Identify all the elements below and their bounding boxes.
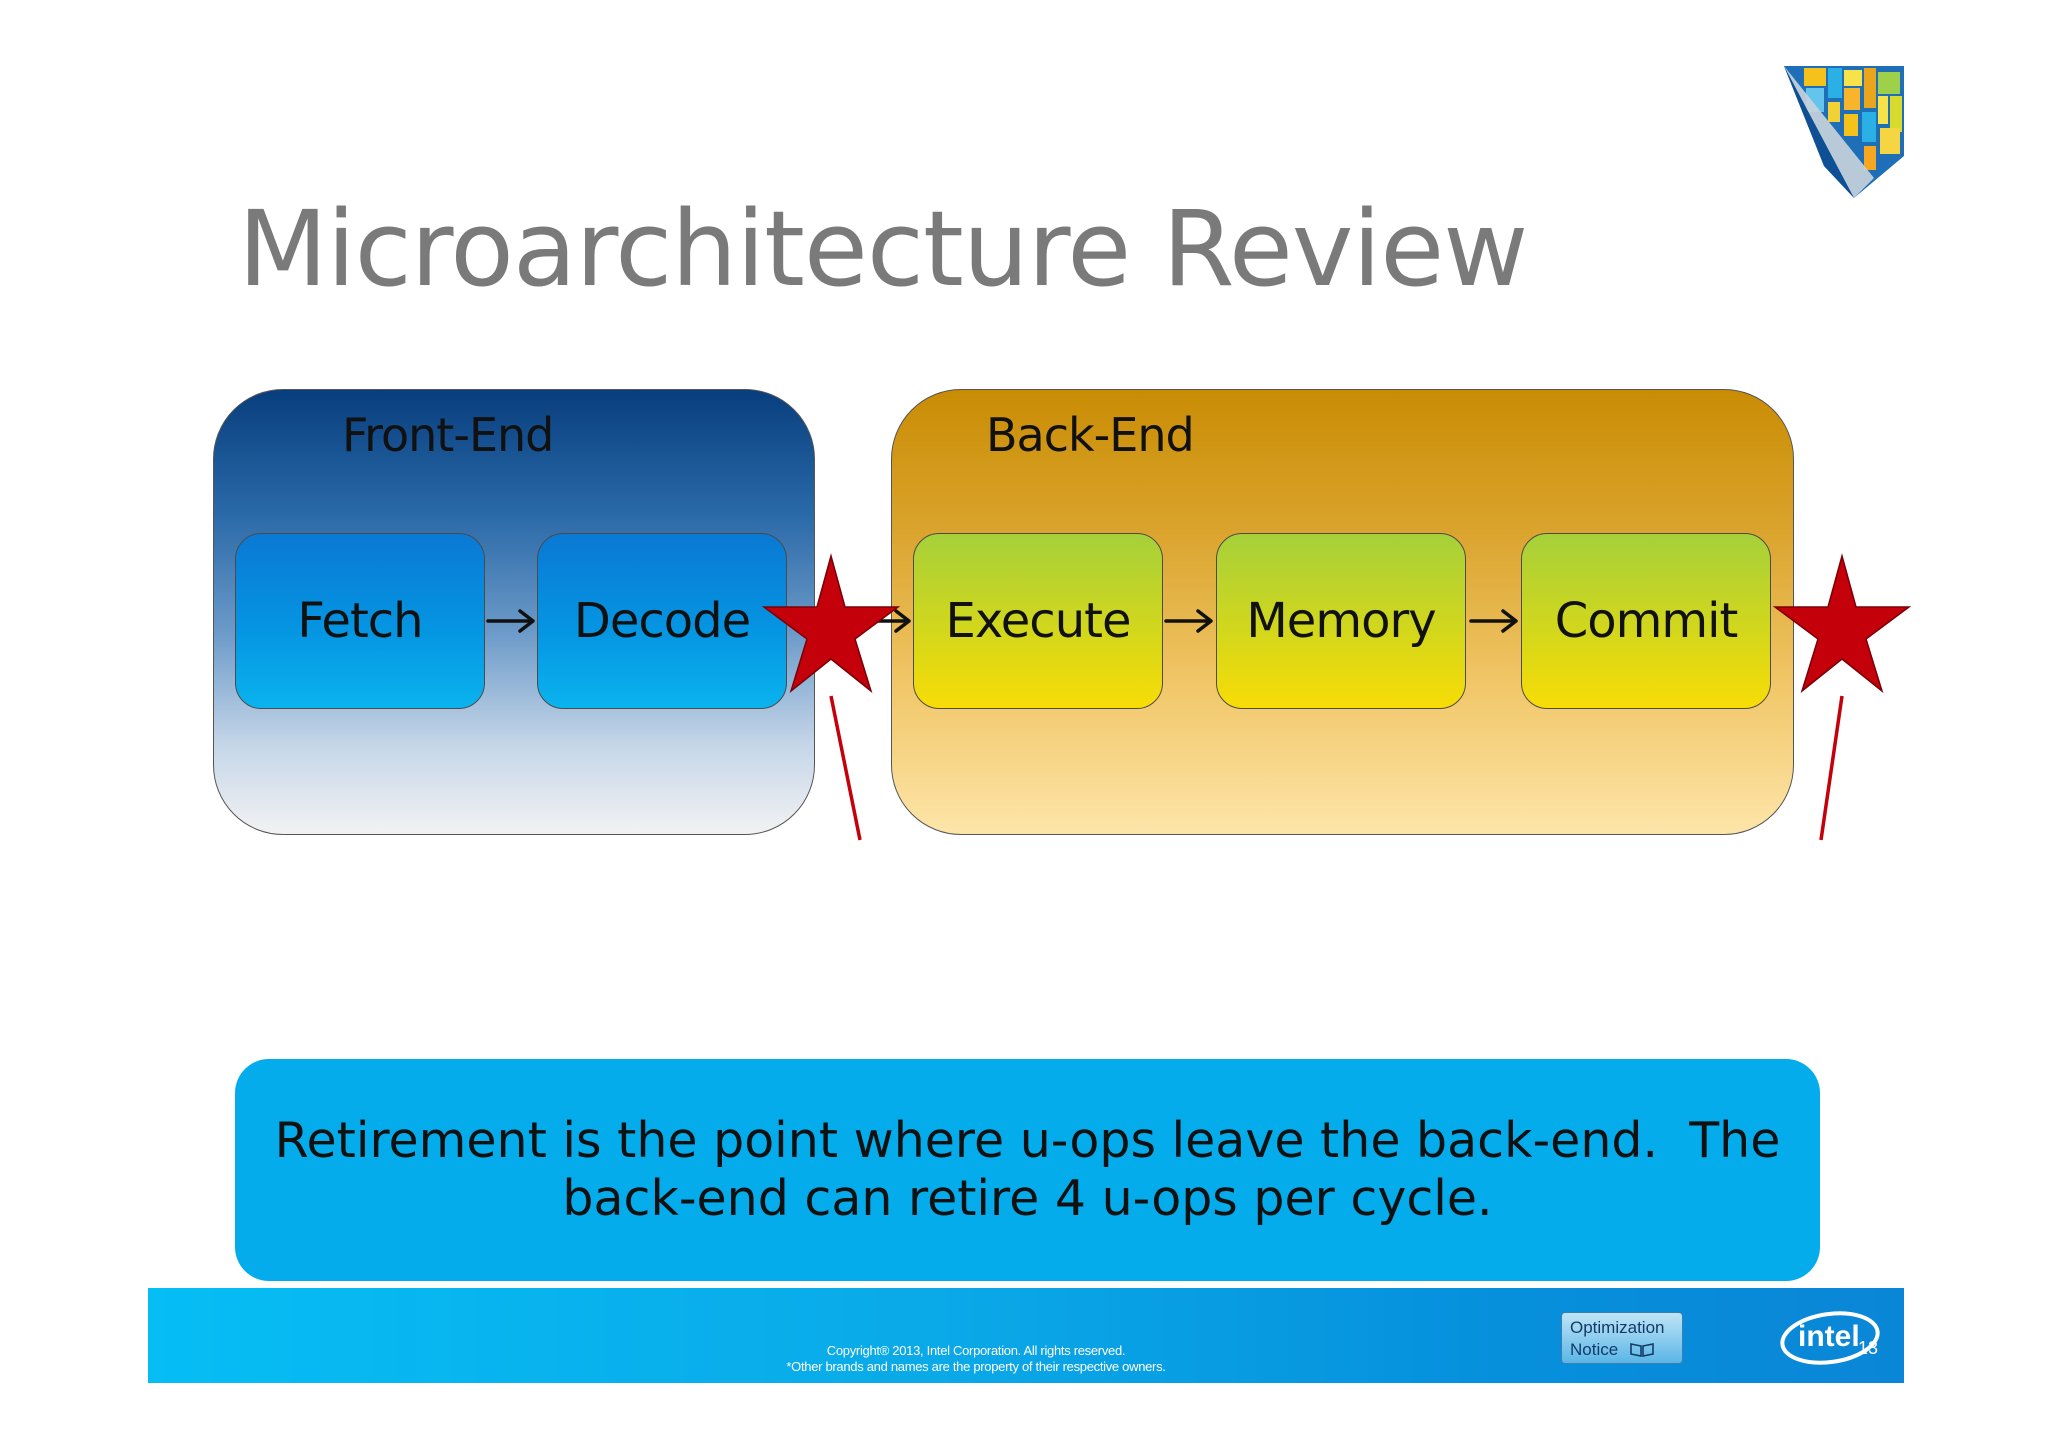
- arrow-execute-memory: [1164, 609, 1213, 633]
- page-number: 13: [1858, 1338, 1879, 1358]
- decode-stage: Decode: [537, 533, 787, 709]
- intel-logo-icon: intel: [1780, 1311, 1880, 1365]
- optimization-notice-button[interactable]: Optimization Notice: [1561, 1312, 1683, 1364]
- slide-title: Microarchitecture Review: [238, 188, 1528, 310]
- book-icon: [1630, 1343, 1654, 1357]
- star-icon: [1772, 553, 1912, 694]
- optimization-notice-line-2: Notice: [1570, 1340, 1619, 1359]
- back-end-label: Back-End: [986, 408, 1195, 462]
- retirement-line-left: [829, 695, 862, 841]
- arrow-fetch-decode: [486, 609, 535, 633]
- optimization-notice-line-1: Optimization: [1570, 1318, 1665, 1337]
- retirement-line-right: [1819, 695, 1844, 841]
- copyright-line-2: *Other brands and names are the property…: [786, 1359, 1166, 1374]
- corner-logo-icon: [1784, 66, 1904, 198]
- retirement-callout: Retirement is the point where u-ops leav…: [235, 1059, 1820, 1281]
- copyright-line-1: Copyright® 2013, Intel Corporation. All …: [826, 1343, 1126, 1358]
- front-end-label: Front-End: [342, 408, 554, 462]
- arrow-memory-commit: [1469, 609, 1518, 633]
- memory-stage: Memory: [1216, 533, 1466, 709]
- callout-line-1: Retirement is the point where u-ops leav…: [274, 1112, 1781, 1169]
- footer-bar: Copyright® 2013, Intel Corporation. All …: [148, 1288, 1904, 1383]
- star-icon: [761, 553, 901, 694]
- execute-stage: Execute: [913, 533, 1163, 709]
- callout-line-2: back-end can retire 4 u-ops per cycle.: [562, 1170, 1493, 1227]
- fetch-stage: Fetch: [235, 533, 485, 709]
- intel-logo-text: intel: [1798, 1320, 1860, 1353]
- commit-stage: Commit: [1521, 533, 1771, 709]
